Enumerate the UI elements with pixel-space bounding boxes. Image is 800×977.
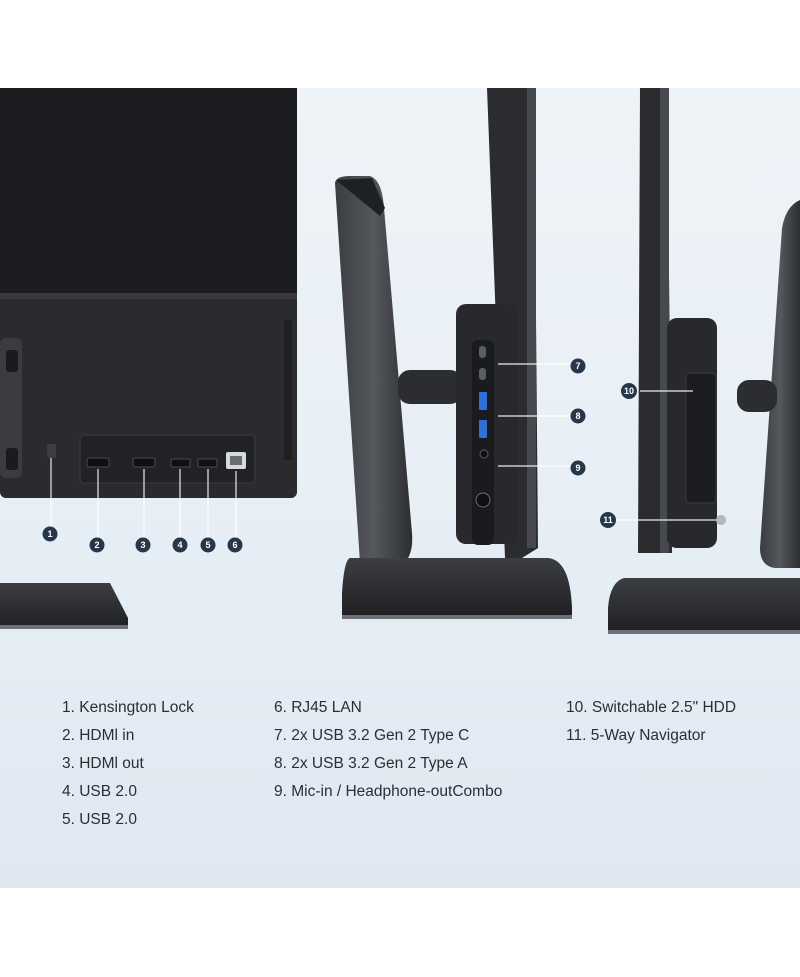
callout-7: 7 [570, 358, 586, 374]
callout-6: 6 [227, 537, 243, 553]
legend-item-hdmi-out: 3. HDMl out [62, 755, 144, 772]
callout-2: 2 [89, 537, 105, 553]
kensington-lock-slot [47, 444, 56, 458]
svg-text:3: 3 [140, 540, 145, 550]
side-view-monitor-right [608, 88, 800, 634]
svg-text:5: 5 [205, 540, 210, 550]
callout-10: 10 [621, 383, 637, 399]
usb2-port-b [197, 458, 218, 468]
legend-item-audio-combo: 9. Mic-in / Headphone-outCombo [274, 783, 503, 800]
svg-text:9: 9 [575, 463, 580, 473]
monitor-ports-illustration: 1 2 3 4 5 6 7 8 9 10 11 [0, 88, 800, 634]
legend-item-usb-2-b: 5. USB 2.0 [62, 811, 137, 828]
legend-column-3: 10. Switchable 2.5" HDD 11. 5-Way Naviga… [566, 694, 736, 750]
hdmi-out-port [132, 457, 156, 468]
callout-3: 3 [135, 537, 151, 553]
svg-text:1: 1 [47, 529, 52, 539]
usb-c-port-a [479, 346, 486, 358]
rear-view-monitor [0, 88, 297, 629]
legend-item-hdmi-in: 2. HDMl in [62, 727, 135, 744]
svg-text:11: 11 [603, 515, 613, 525]
legend-item-kensington-lock: 1. Kensington Lock [62, 699, 194, 716]
callout-8: 8 [570, 408, 586, 424]
usb-a-port-a [479, 392, 487, 410]
svg-text:4: 4 [177, 540, 182, 550]
callout-4: 4 [172, 537, 188, 553]
legend-item-usb-c: 7. 2x USB 3.2 Gen 2 Type C [274, 727, 470, 744]
callout-5: 5 [200, 537, 216, 553]
legend-column-1: 1. Kensington Lock 2. HDMl in 3. HDMl ou… [62, 694, 194, 834]
svg-text:7: 7 [575, 361, 580, 371]
usb2-port-a [170, 458, 191, 468]
audio-jack [479, 449, 489, 459]
callout-9: 9 [570, 460, 586, 476]
navigator-joystick [716, 515, 726, 525]
svg-text:10: 10 [624, 386, 634, 396]
hdmi-in-port [86, 457, 110, 468]
callout-11: 11 [600, 512, 616, 528]
usb-a-port-b [479, 420, 487, 438]
legend-item-usb-a: 8. 2x USB 3.2 Gen 2 Type A [274, 755, 468, 772]
legend-item-navigator: 11. 5-Way Navigator [566, 727, 706, 744]
svg-text:8: 8 [575, 411, 580, 421]
legend-column-2: 6. RJ45 LAN 7. 2x USB 3.2 Gen 2 Type C 8… [274, 694, 502, 806]
usb-c-port-b [479, 368, 486, 380]
legend-item-hdd: 10. Switchable 2.5" HDD [566, 699, 737, 716]
product-panel: 1 2 3 4 5 6 7 8 9 10 11 1. Kensington Lo… [0, 88, 800, 888]
callout-1: 1 [42, 526, 58, 542]
svg-text:2: 2 [94, 540, 99, 550]
legend-item-usb-2: 4. USB 2.0 [62, 783, 137, 800]
svg-text:6: 6 [232, 540, 237, 550]
hdd-bay [685, 372, 717, 504]
legend-item-rj45-lan: 6. RJ45 LAN [274, 699, 362, 716]
side-view-monitor [335, 88, 572, 619]
power-button [475, 492, 491, 508]
